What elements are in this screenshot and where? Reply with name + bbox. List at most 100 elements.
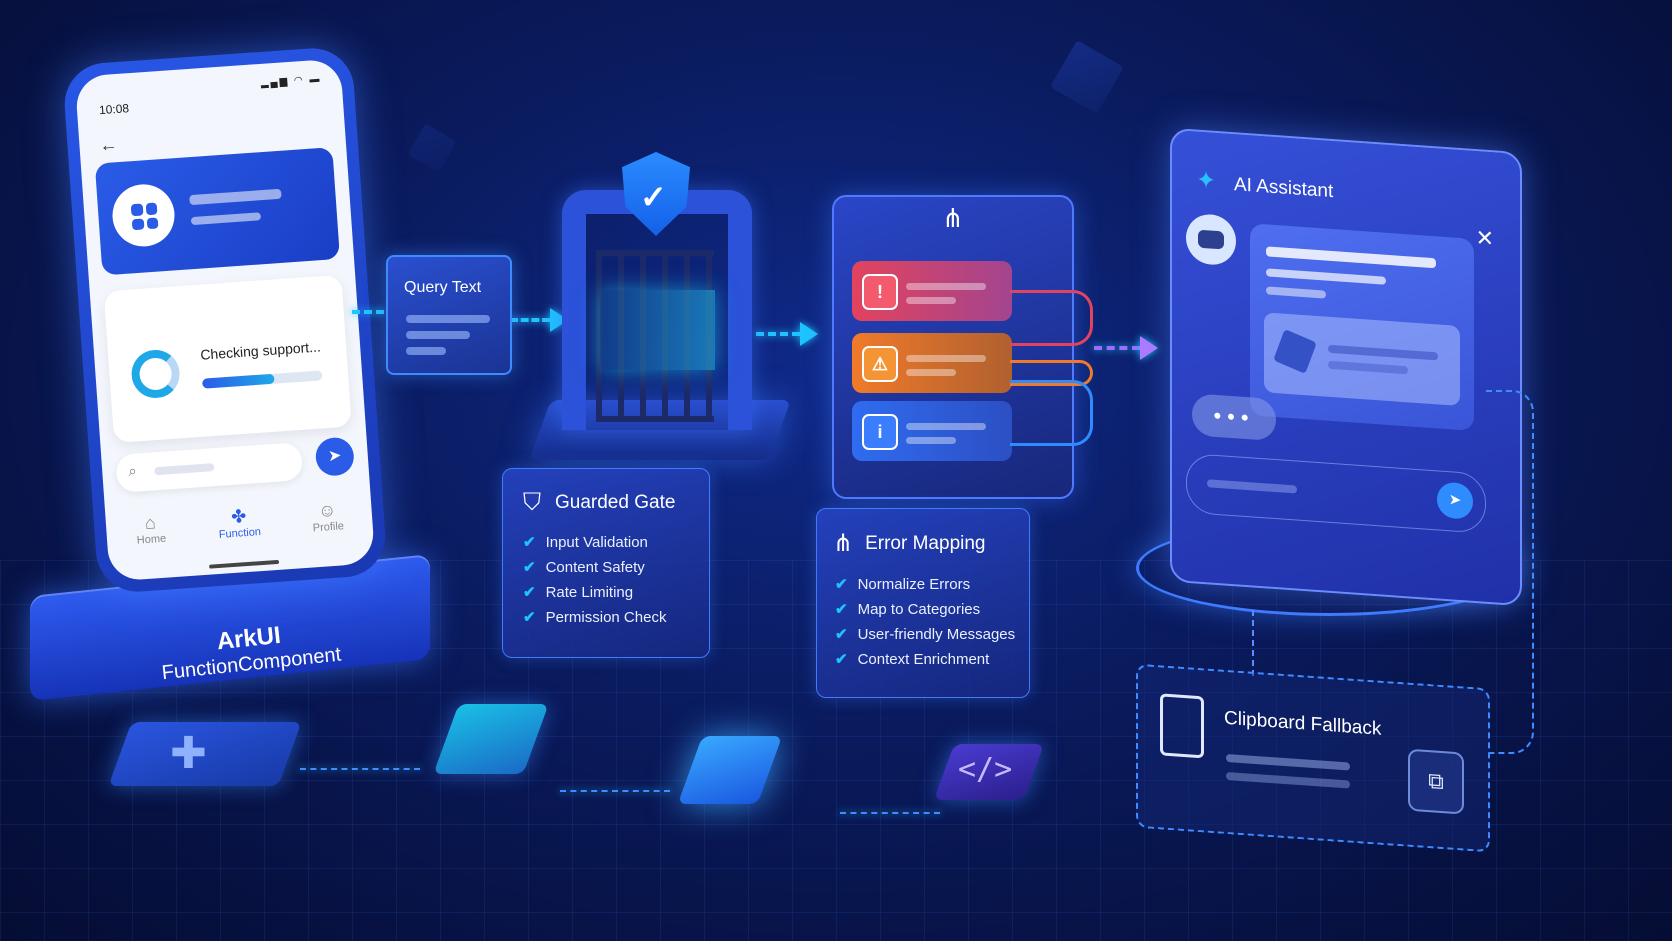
placeholder-bar <box>906 423 986 430</box>
error-mapping-panel: ⋔ Error Mapping ✔Normalize Errors ✔ Map t… <box>816 508 1030 698</box>
status-time: 10:08 <box>98 101 130 118</box>
placeholder-bar <box>189 188 282 206</box>
tab-label: Function <box>218 526 262 541</box>
cube-icon <box>1273 328 1317 374</box>
robot-avatar <box>1186 212 1236 267</box>
sparkle-icon: ✦ <box>1196 166 1217 195</box>
check-icon: ✔ <box>835 626 848 643</box>
error-icon: ! <box>862 274 898 310</box>
placeholder-bar <box>906 355 986 362</box>
status-icons: ▂▄▆ ◠ ▬ <box>260 73 322 89</box>
placeholder-bar <box>406 331 470 339</box>
check-icon: ✔ <box>523 584 536 601</box>
code-icon: </> <box>958 752 1013 787</box>
placeholder-bar <box>1226 753 1350 771</box>
app-logo <box>110 182 177 249</box>
placeholder-bar <box>906 283 986 290</box>
list-item: ✔ Context Enrichment <box>835 650 1015 669</box>
tab-bar: ⌂Home ✤Function ☺Profile <box>105 497 373 548</box>
grid-icon <box>130 202 159 231</box>
ai-assistant-panel: ✦ AI Assistant ✕ ••• ➤ <box>1170 127 1522 607</box>
tab-home[interactable]: ⌂Home <box>115 510 187 548</box>
status-card: Checking support... <box>103 274 352 444</box>
ai-assistant-title: AI Assistant <box>1234 174 1334 203</box>
info-icon: i <box>862 414 898 450</box>
loading-spinner-icon <box>129 348 182 400</box>
list-item-label: Context Enrichment <box>857 650 990 668</box>
check-icon: ✔ <box>835 601 848 618</box>
assistant-message-bubble <box>1250 223 1474 431</box>
chat-input[interactable]: ➤ <box>1186 452 1486 534</box>
query-text-card: Query Text <box>386 255 512 375</box>
close-icon[interactable]: ✕ <box>1475 225 1494 252</box>
error-mapping-box: ⋔ ! ⚠ i <box>832 195 1074 499</box>
check-icon: ✔ <box>523 559 536 576</box>
error-row: ! <box>852 261 1012 321</box>
list-item-label: Map to Categories <box>857 600 981 618</box>
check-icon: ✓ <box>640 179 667 215</box>
copy-button[interactable]: ⧉ <box>1408 748 1464 815</box>
send-button[interactable]: ➤ <box>1437 481 1473 520</box>
profile-icon: ☺ <box>317 499 338 521</box>
phone-device: 10:08 ▂▄▆ ◠ ▬ ← Checking support... ⌕ ➤ … <box>61 45 389 595</box>
check-icon: ✔ <box>523 609 536 626</box>
list-item: ✔Normalize Errors <box>835 575 1015 594</box>
progress-bar <box>202 370 323 389</box>
error-mapping-list: ✔Normalize Errors ✔ Map to Categories ✔ Us… <box>835 575 1015 675</box>
gate-frame <box>562 190 752 430</box>
check-icon: ✔ <box>835 651 848 668</box>
connector-line <box>840 812 940 814</box>
tab-function[interactable]: ✤Function <box>203 504 275 542</box>
connector-line <box>510 318 550 322</box>
clipboard-fallback-title: Clipboard Fallback <box>1224 707 1382 740</box>
placeholder-bar <box>1266 246 1436 269</box>
check-icon: ✔ <box>835 576 848 593</box>
search-icon: ⌕ <box>127 462 138 481</box>
function-icon: ✤ <box>230 506 247 528</box>
share-node-icon: ⋔ <box>833 530 854 557</box>
connector-line <box>756 332 800 336</box>
list-item-label: Permission Check <box>545 608 667 626</box>
error-mapping-title: Error Mapping <box>865 532 986 554</box>
connector-line <box>1094 346 1140 350</box>
dashed-connector <box>1486 390 1534 754</box>
dashed-connector <box>1252 610 1254 676</box>
list-item-label: User-friendly Messages <box>857 625 1016 643</box>
check-icon: ✔ <box>523 534 536 551</box>
list-item: ✔ Input Validation <box>523 533 666 552</box>
list-item-label: Input Validation <box>545 533 648 551</box>
placeholder-bar <box>406 347 446 355</box>
back-arrow-icon[interactable]: ← <box>98 134 119 156</box>
guarded-gate-panel: ⛉ Guarded Gate ✔Input Validation ✔Conten… <box>502 468 710 658</box>
warning-icon: ⚠ <box>862 346 898 382</box>
placeholder-bar <box>1266 268 1386 285</box>
tab-profile[interactable]: ☺Profile <box>292 498 364 536</box>
search-input[interactable]: ⌕ <box>115 442 304 493</box>
progress-fill <box>202 373 275 389</box>
gate-bars <box>596 250 714 422</box>
placeholder-bar <box>1328 344 1438 361</box>
tab-label: Home <box>136 532 167 547</box>
placeholder-bar <box>906 437 956 444</box>
connector-line <box>560 790 670 792</box>
flow-line <box>1010 380 1093 446</box>
warning-row: ⚠ <box>852 333 1012 393</box>
arrow-head-icon <box>1140 336 1158 360</box>
attachment-card[interactable] <box>1264 312 1460 406</box>
placeholder-bar <box>1266 286 1326 299</box>
connector-line <box>300 768 420 770</box>
puzzle-icon: ✚ <box>170 729 207 778</box>
placeholder-bar <box>190 212 262 226</box>
list-item: ✔ Permission Check <box>523 608 667 627</box>
placeholder-bar <box>906 297 956 304</box>
tab-label: Profile <box>312 520 345 535</box>
clipboard-icon <box>1160 693 1204 759</box>
deco-cube <box>1050 40 1124 114</box>
query-text-title: Query Text <box>404 279 482 296</box>
flow-line <box>1010 290 1093 346</box>
arrow-head-icon <box>800 322 818 346</box>
checking-text: Checking support... <box>199 338 322 363</box>
guarded-gate-list: ✔Input Validation ✔Content Safety ✔Rate … <box>523 533 666 633</box>
info-row: i <box>852 401 1012 461</box>
send-button[interactable]: ➤ <box>314 436 356 477</box>
